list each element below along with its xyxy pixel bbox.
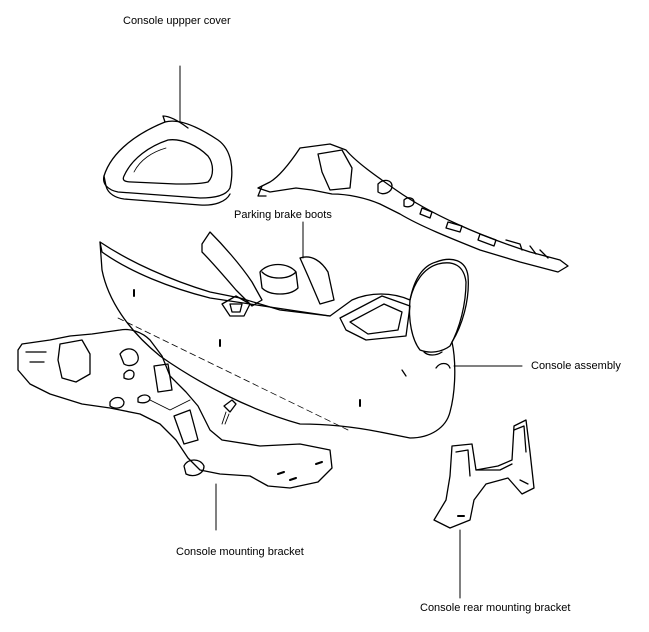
label-console-mounting-bracket: Console mounting bracket — [176, 546, 304, 558]
label-console-assembly: Console assembly — [531, 360, 621, 372]
console-mounting-bracket-part — [17, 328, 333, 489]
leader-lines — [179, 65, 523, 599]
console-rear-mounting-bracket-part — [433, 419, 535, 529]
console-assembly-part — [99, 231, 469, 439]
label-console-upper-cover: Console uppper cover — [123, 15, 231, 27]
label-parking-brake-boots: Parking brake boots — [234, 209, 332, 221]
console-rear-upper-panel-part — [257, 143, 569, 273]
console-upper-cover-part — [102, 115, 233, 206]
label-console-rear-mounting-bracket: Console rear mounting bracket — [420, 602, 571, 614]
